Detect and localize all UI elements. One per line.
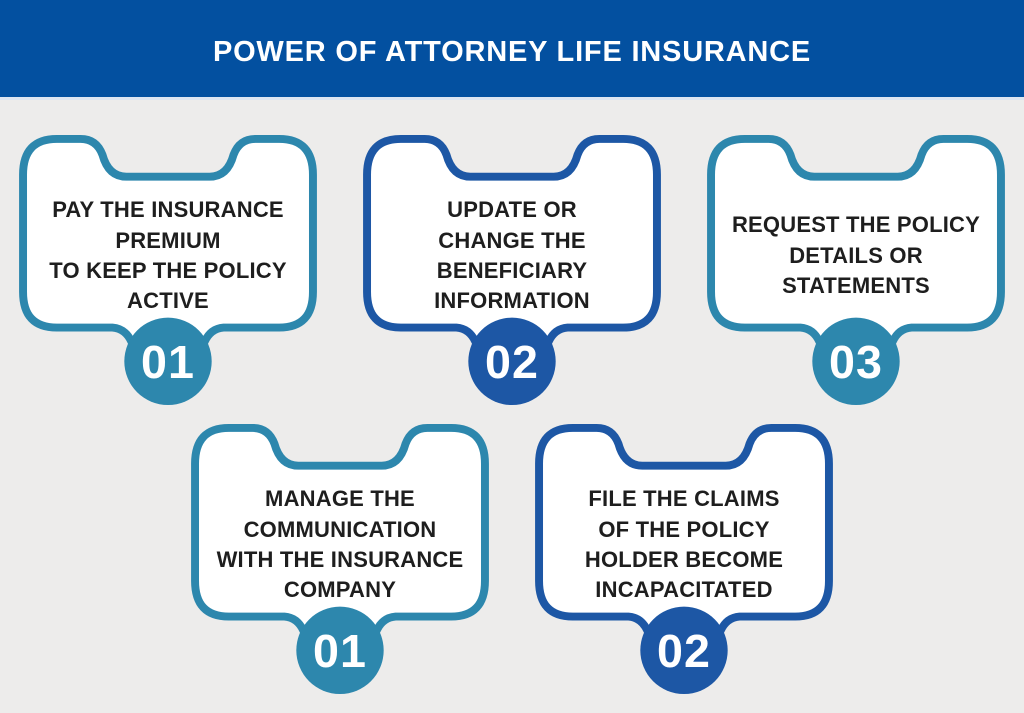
notched-box-shape — [19, 134, 317, 360]
number-badge — [296, 606, 384, 695]
card-file-claims: 02 FILE THE CLAIMS OF THE POLICY HOLDER … — [535, 420, 833, 698]
step-number: 02 — [657, 625, 711, 677]
step-number: 01 — [313, 625, 367, 677]
step-number: 01 — [141, 336, 195, 388]
card-label: UPDATE OR CHANGE THE BENEFICIARY INFORMA… — [434, 197, 590, 314]
card-shape: 02 — [363, 134, 661, 406]
number-badge — [640, 606, 728, 695]
title-banner: POWER OF ATTORNEY LIFE INSURANCE — [0, 0, 1024, 100]
cards-row-1: 01 PAY THE INSURANCE PREMIUM TO KEEP THE… — [0, 131, 1024, 409]
card-shape: 01 — [19, 134, 317, 406]
number-badge — [812, 317, 900, 406]
notched-box-shape — [191, 423, 489, 649]
card-label: PAY THE INSURANCE PREMIUM TO KEEP THE PO… — [49, 197, 287, 314]
card-label: REQUEST THE POLICY DETAILS OR STATEMENTS — [731, 212, 981, 299]
card-shape: 02 — [535, 423, 833, 695]
notched-box-shape — [707, 134, 1005, 360]
step-number: 02 — [485, 336, 539, 388]
card-update-beneficiary: 02 UPDATE OR CHANGE THE BENEFICIARY INFO… — [363, 131, 661, 409]
notched-box-shape — [363, 134, 661, 360]
step-number: 03 — [829, 336, 883, 388]
notched-box-shape — [535, 423, 833, 649]
number-badge — [468, 317, 556, 406]
cards-row-2: 01 MANAGE THE COMMUNICATION WITH THE INS… — [0, 420, 1024, 698]
card-manage-communication: 01 MANAGE THE COMMUNICATION WITH THE INS… — [191, 420, 489, 698]
card-shape: 03 — [707, 134, 1005, 406]
number-badge — [124, 317, 212, 406]
card-request-details: 03 REQUEST THE POLICY DETAILS OR STATEME… — [707, 131, 1005, 409]
card-pay-premium: 01 PAY THE INSURANCE PREMIUM TO KEEP THE… — [19, 131, 317, 409]
card-label: FILE THE CLAIMS OF THE POLICY HOLDER BEC… — [584, 486, 784, 603]
card-shape: 01 — [191, 423, 489, 695]
card-label: MANAGE THE COMMUNICATION WITH THE INSURA… — [216, 486, 464, 603]
page-title: POWER OF ATTORNEY LIFE INSURANCE — [212, 36, 812, 68]
